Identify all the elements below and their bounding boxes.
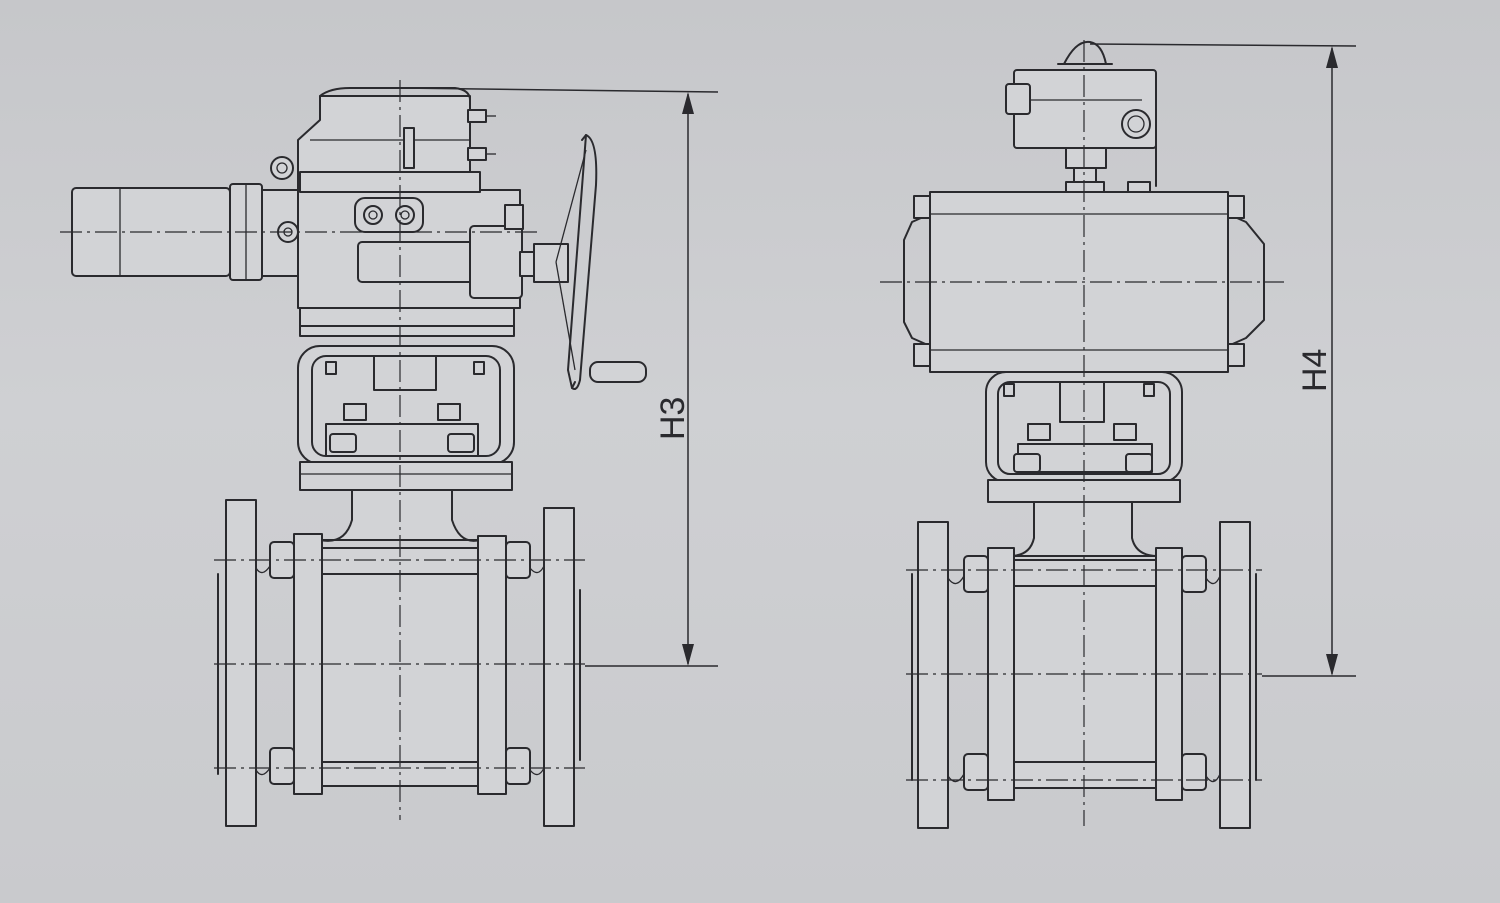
dimension-label-h4: H4 [1296, 349, 1334, 392]
handwheel [555, 134, 647, 390]
mounting-bracket [297, 325, 515, 491]
dimension-h4: H4 [1089, 43, 1357, 677]
gearbox-housing [270, 87, 569, 327]
right-valve-pneumatic-actuator: H4 [880, 40, 1357, 829]
limit-switch-box [1005, 40, 1157, 193]
valve-body [217, 499, 581, 827]
left-valve-electric-actuator: H3 [60, 80, 719, 827]
dimension-label-h3: H3 [654, 397, 692, 440]
dimension-h3: H3 [399, 87, 719, 667]
